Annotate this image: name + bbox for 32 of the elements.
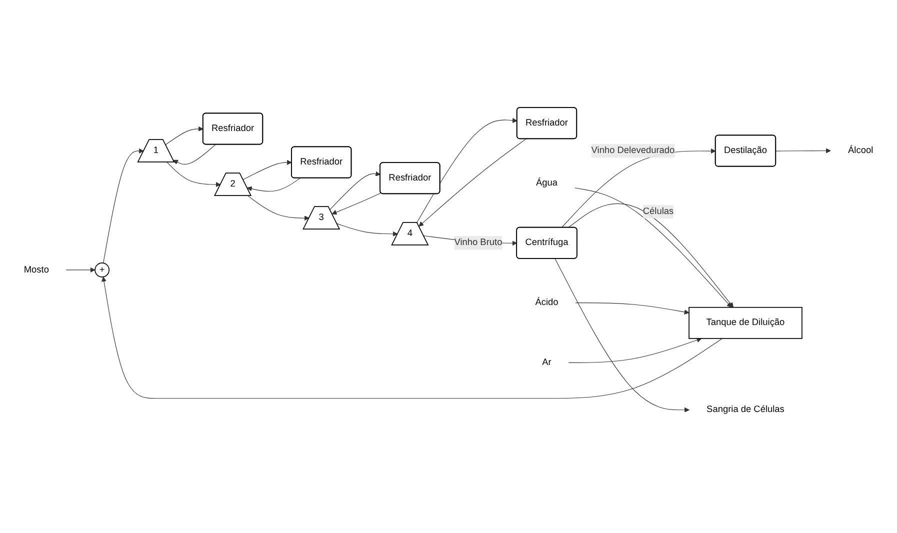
arrow <box>554 258 690 412</box>
node-text: Água <box>536 178 558 188</box>
node-text: Ar <box>542 357 552 368</box>
node-circle: + <box>94 262 110 278</box>
edge-label: Células <box>642 206 674 216</box>
arrow <box>330 171 381 210</box>
arrow <box>418 138 526 227</box>
arrow <box>165 126 204 145</box>
arrow <box>103 148 144 264</box>
arrow <box>248 196 310 221</box>
arrow <box>66 267 96 272</box>
node-text: Mosto <box>24 264 49 275</box>
node-box: Tanque de Diluição <box>688 306 802 339</box>
arrow <box>101 276 723 399</box>
arrow <box>332 192 382 215</box>
node-text: Sangria de Células <box>706 404 784 414</box>
arrow <box>416 118 518 224</box>
arrow <box>568 338 702 363</box>
arrow <box>166 162 221 188</box>
arrow <box>246 178 300 192</box>
arrow <box>561 148 716 228</box>
arrow <box>242 160 292 180</box>
arrow <box>173 144 216 165</box>
edge-label: Vinho Delevedurado <box>591 146 675 156</box>
node-text: Ácido <box>535 298 558 308</box>
arrow <box>575 302 690 314</box>
arrow <box>568 203 734 308</box>
edge-label: Vinho Bruto <box>454 238 502 248</box>
arrow <box>336 223 398 236</box>
arrow <box>574 188 732 308</box>
arrow <box>776 148 831 154</box>
node-text: Álcool <box>848 146 874 156</box>
